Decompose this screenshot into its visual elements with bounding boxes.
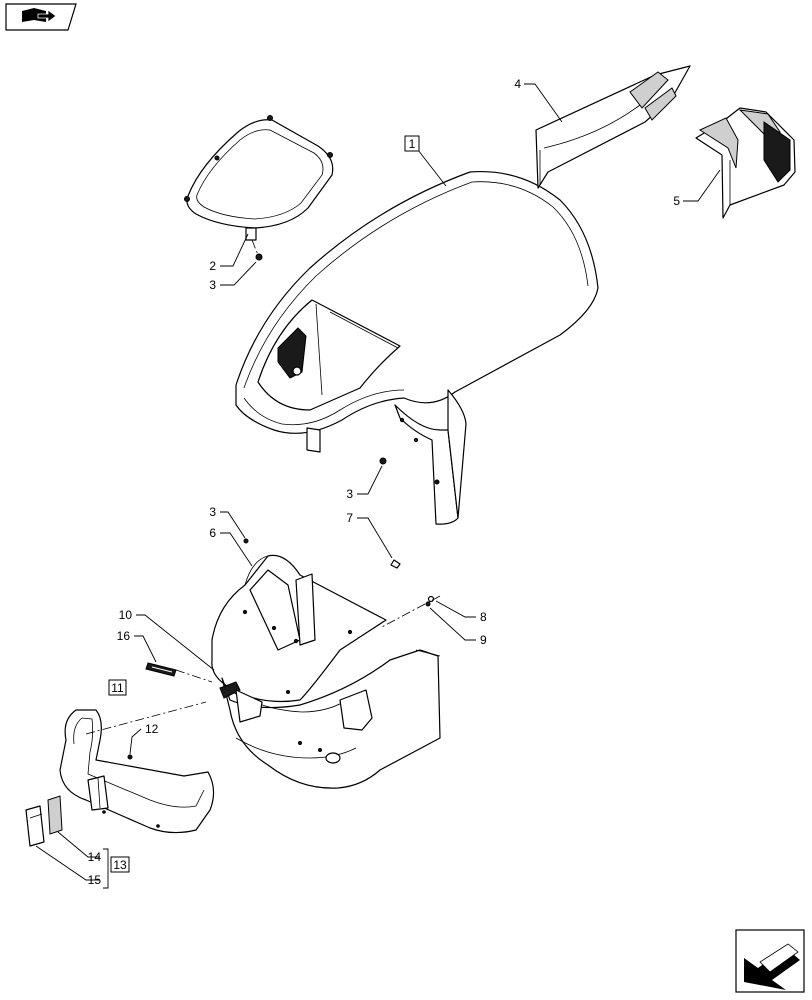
lower-grille-ring-part [59,709,215,834]
hood-part [235,170,599,525]
badge-part [145,662,177,677]
callout-5: 5 [673,194,680,208]
window-frame-part [184,115,334,261]
callout-1: 1 [409,137,416,151]
callout-16: 16 [117,629,131,643]
callout-10: 10 [119,608,133,622]
callout-labels: 1 2 3 4 5 3 3 6 7 8 9 10 16 11 12 14 15 … [88,77,681,887]
callout-6: 6 [209,526,216,540]
top-trim-strip-part [535,65,691,189]
decal-parts [25,795,63,847]
callout-box-1 [404,135,420,152]
grille-frame-part [211,554,387,703]
callout-box-13 [110,856,130,873]
callout-9: 9 [480,633,487,647]
callout-13: 13 [113,858,127,872]
callout-12: 12 [145,722,159,736]
callout-8: 8 [480,610,487,624]
callout-3-grille: 3 [209,505,216,519]
side-trim-part [695,107,796,219]
callout-box-11 [108,679,127,696]
leader-lines [35,83,721,889]
callout-7: 7 [346,511,353,525]
callout-11: 11 [111,681,124,695]
callout-3-window: 3 [209,278,216,292]
book-arrow-icon[interactable] [5,3,77,31]
next-page-arrow-icon[interactable] [735,929,805,993]
callout-4: 4 [514,77,521,91]
assembly-centerlines [85,595,441,735]
callout-14: 14 [88,850,102,864]
callout-2: 2 [209,259,216,273]
front-nose-part [219,649,441,789]
callout-15: 15 [88,873,102,887]
callout-3-hood: 3 [346,487,353,501]
